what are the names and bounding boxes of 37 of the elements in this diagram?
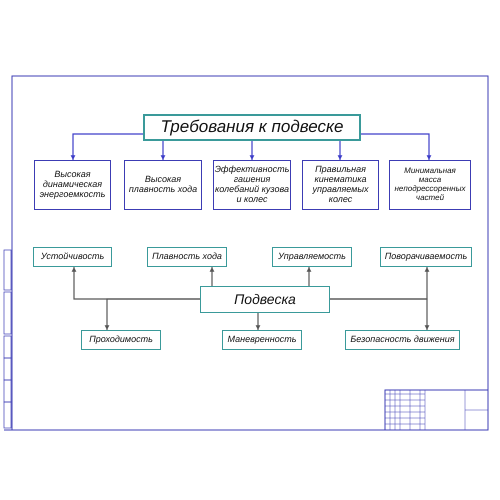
box-label: Подвеска: [234, 292, 296, 308]
box-label: Высокая динамическая энергоемкость: [38, 170, 106, 200]
process-box: [380, 247, 472, 267]
box-label: Проходимость: [89, 335, 153, 345]
arrow: [210, 267, 214, 286]
process-box: [34, 160, 111, 210]
process-box: [272, 247, 352, 267]
process-box: [33, 247, 112, 267]
box-label: Требования к подвеске: [160, 118, 344, 137]
arrow: [104, 298, 200, 330]
process-box: [147, 247, 227, 267]
process-box: [389, 160, 471, 210]
process-box: [302, 160, 379, 210]
box-label: Высокая плавность хода: [128, 175, 198, 195]
box-label: Маневренность: [228, 335, 296, 345]
box-label: Правильная кинематика управляемых колес: [311, 165, 370, 205]
arrow: [250, 141, 254, 160]
box-label: Эффективность гашения колебаний кузова и колес: [214, 165, 290, 205]
process-box: [124, 160, 202, 210]
arrow: [306, 267, 312, 286]
process-box: [345, 330, 460, 350]
process-box: [81, 330, 161, 350]
box-label: Поворачиваемость: [384, 252, 468, 262]
arrow: [338, 141, 342, 160]
arrow: [361, 133, 432, 160]
arrow: [70, 133, 143, 160]
box-label: Устойчивость: [40, 252, 104, 262]
box-label: Минимальная масса неподрессоренных частей: [394, 167, 466, 203]
heading-box: [200, 286, 330, 313]
heading-box: [143, 114, 361, 141]
process-box: [222, 330, 302, 350]
arrow: [256, 313, 260, 330]
box-label: Безопасность движения: [350, 335, 455, 345]
arrow: [160, 141, 166, 160]
box-label: Плавность хода: [152, 252, 222, 262]
box-label: Управляемость: [278, 252, 346, 262]
arrow: [330, 298, 430, 330]
